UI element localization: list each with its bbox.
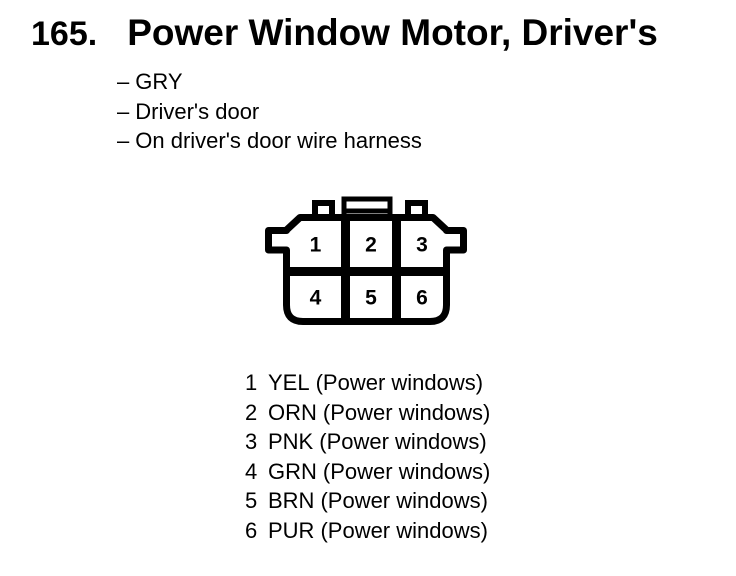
pin-function: (Power windows) (320, 488, 488, 513)
pin-row: 3 PNK(Power windows) (245, 427, 490, 457)
pin-wire-color: GRN (268, 458, 317, 484)
note-dash: – (117, 69, 130, 94)
note-label: Driver's door (135, 98, 260, 124)
note-dash: – (117, 128, 130, 153)
page-title: Power Window Motor, Driver's (127, 12, 658, 53)
connector-diagram: 1 2 3 4 5 6 (265, 196, 467, 325)
note-item: –On driver's door wire harness (117, 126, 422, 156)
note-label: GRY (135, 69, 183, 94)
pin-row: 2 ORN(Power windows) (245, 398, 490, 428)
connector-notes: –GRY–Driver's door–On driver's door wire… (117, 67, 422, 156)
connector-cell-number-2: 2 (365, 234, 377, 257)
pin-number: 3 (245, 429, 258, 454)
pin-number: 2 (245, 399, 258, 425)
pin-row: 5 BRN(Power windows) (245, 486, 490, 516)
pin-wire-color: PNK (268, 429, 314, 454)
connector-cell-number-4: 4 (310, 287, 322, 310)
pin-function: (Power windows) (319, 429, 487, 454)
pin-wire-color: PUR (268, 517, 315, 543)
note-item: –Driver's door (117, 97, 422, 127)
connector-cell-number-6: 6 (416, 287, 428, 310)
pin-row: 1 YEL(Power windows) (245, 368, 490, 398)
pin-function: (Power windows) (322, 458, 491, 484)
page-number: 165. (31, 15, 98, 53)
connector-cell-number-1: 1 (310, 234, 322, 257)
pin-function: (Power windows) (322, 399, 491, 425)
note-item: –GRY (117, 67, 422, 97)
pin-number: 4 (245, 458, 258, 484)
pin-wire-color: YEL (268, 370, 310, 395)
connector-cell-number-5: 5 (365, 287, 377, 310)
pin-function: (Power windows) (315, 370, 484, 395)
pin-number: 6 (245, 517, 258, 543)
pin-number: 5 (245, 488, 258, 513)
pin-row: 6 PUR(Power windows) (245, 516, 490, 546)
pin-row: 4 GRN(Power windows) (245, 457, 490, 487)
note-dash: – (117, 98, 130, 124)
pin-wire-color: ORN (268, 399, 317, 425)
pin-number: 1 (245, 370, 258, 395)
pin-function: (Power windows) (320, 517, 488, 543)
pin-wire-color: BRN (268, 488, 315, 513)
page-heading: 165. Power Window Motor, Driver's (31, 12, 658, 54)
note-label: On driver's door wire harness (135, 128, 422, 153)
connector-cell-number-3: 3 (416, 234, 428, 257)
